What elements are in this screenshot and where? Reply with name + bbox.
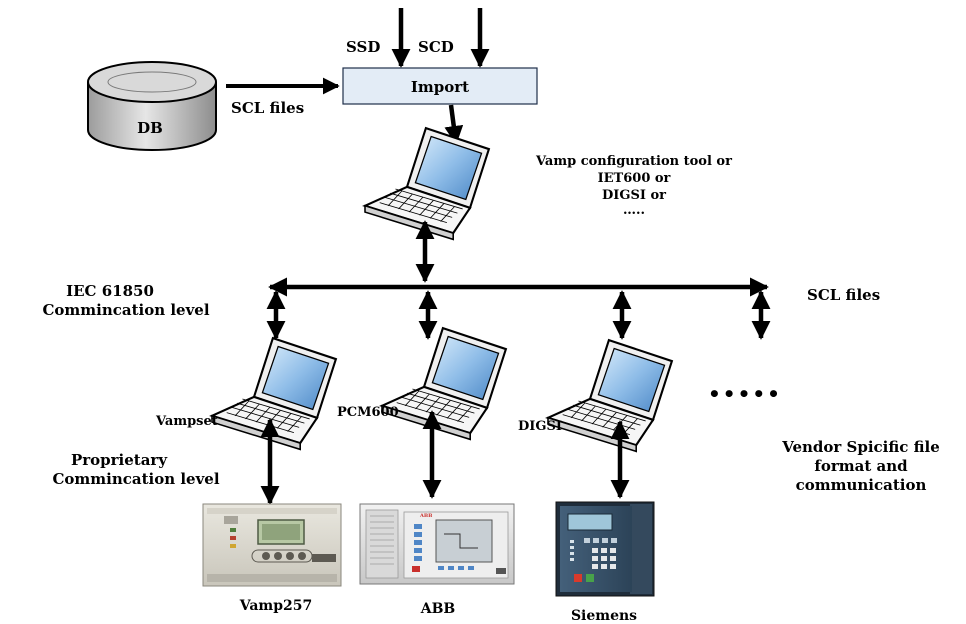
scd-label: SCD xyxy=(418,38,454,56)
siemens-label: Siemens xyxy=(571,608,637,624)
ssd-label: SSD xyxy=(346,38,380,56)
import-box xyxy=(342,67,538,105)
vampset-laptop-icon xyxy=(210,337,337,451)
tool-caption-line-2: IET600 or xyxy=(598,171,671,186)
tool-caption-line-4: ….. xyxy=(623,203,645,218)
tool-caption-line-1: Vamp configuration tool or xyxy=(535,154,732,169)
svg-text:ABB: ABB xyxy=(419,513,432,519)
import-to-tool-arrow xyxy=(444,104,464,145)
vendor-caption-line-2: format and xyxy=(814,457,908,475)
import-label: Import xyxy=(411,78,469,96)
more-ellipsis: ••••• xyxy=(708,382,782,406)
abb-label: ABB xyxy=(420,601,456,617)
iec-level-line-2: Commincation level xyxy=(42,301,209,319)
pcm600-laptop-icon xyxy=(380,327,507,441)
digsi-label: DIGSI xyxy=(518,419,562,434)
scl-files-bus-label: SCL files xyxy=(807,286,880,304)
db-cylinder xyxy=(87,61,217,151)
scl-files-top-label: SCL files xyxy=(231,99,304,117)
vamp257-device-image xyxy=(202,503,342,587)
pcm600-label: PCM600 xyxy=(337,405,399,420)
tool-caption-line-3: DIGSI or xyxy=(602,188,666,203)
abb-device-image: ABB xyxy=(359,503,515,585)
vendor-caption-line-1: Vendor Spicific file xyxy=(781,438,940,456)
siemens-device-image xyxy=(555,501,655,597)
iec-level-line-1: IEC 61850 xyxy=(66,282,154,300)
proprietary-level-line-1: Proprietary xyxy=(71,451,168,469)
db-label: DB xyxy=(137,119,163,137)
vendor-caption-line-3: communication xyxy=(796,476,927,494)
vampset-label: Vampset xyxy=(155,414,218,429)
proprietary-level-line-2: Commincation level xyxy=(52,470,219,488)
vamp257-label: Vamp257 xyxy=(239,598,312,614)
digsi-laptop-icon xyxy=(546,339,673,453)
